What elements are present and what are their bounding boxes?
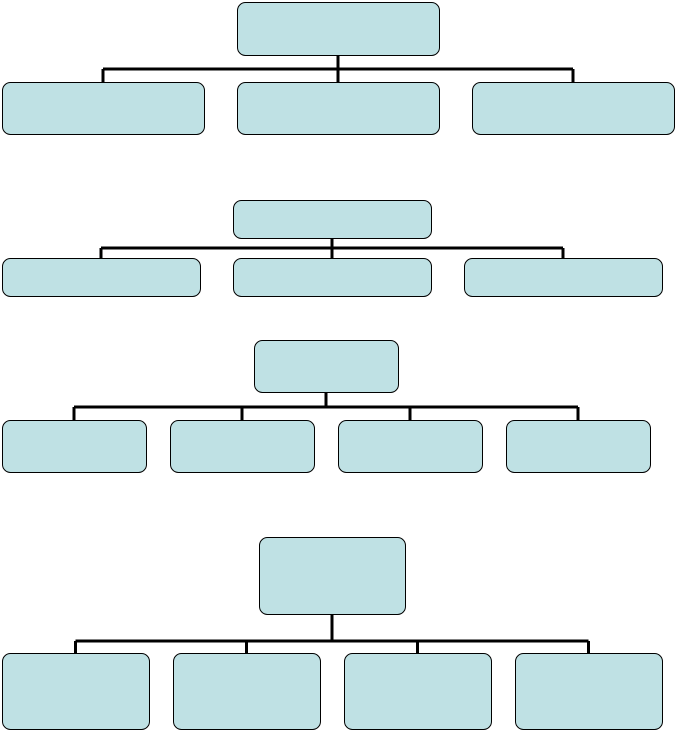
org-chart-1-child-node-1 xyxy=(2,82,205,135)
org-chart-4 xyxy=(2,537,663,730)
org-chart-3-child-node-3 xyxy=(338,420,483,473)
org-chart-4-parent-node-box xyxy=(259,537,406,615)
org-chart-1-child-node-3 xyxy=(472,82,675,135)
org-chart-3-child-node-1-box xyxy=(2,420,147,473)
org-chart-4-child-node-4 xyxy=(515,653,663,730)
org-chart-4-connectors xyxy=(74,614,590,653)
org-chart-1-child-node-3-box xyxy=(472,82,675,135)
org-chart-2-child-node-3-box xyxy=(464,258,663,297)
org-chart-4-child-node-3-box xyxy=(344,653,492,730)
org-chart-1 xyxy=(2,2,675,135)
org-chart-1-parent-node-box xyxy=(237,2,440,56)
org-chart-4-child-node-2-box xyxy=(173,653,321,730)
org-chart-3-parent-node-box xyxy=(254,340,399,393)
org-chart-2-parent-node xyxy=(233,200,432,239)
org-chart-3-child-node-3-box xyxy=(338,420,483,473)
org-chart-4-child-node-3 xyxy=(344,653,492,730)
org-chart-3-child-node-2-box xyxy=(170,420,315,473)
org-chart-3-child-node-4-box xyxy=(506,420,651,473)
org-chart-3-connectors xyxy=(72,392,580,420)
org-chart-2-child-node-1 xyxy=(2,258,201,297)
org-chart-3 xyxy=(2,340,651,473)
org-chart-4-child-node-4-box xyxy=(515,653,663,730)
org-chart-3-child-node-4 xyxy=(506,420,651,473)
org-chart-2-parent-node-box xyxy=(233,200,432,239)
org-chart-4-child-node-1-box xyxy=(2,653,150,730)
org-chart-4-parent-node xyxy=(259,537,406,615)
org-chart-2-child-node-3 xyxy=(464,258,663,297)
org-chart-2-child-node-1-box xyxy=(2,258,201,297)
org-chart-1-child-node-2 xyxy=(237,82,440,135)
org-chart-2 xyxy=(2,200,663,297)
org-chart-4-child-node-2 xyxy=(173,653,321,730)
org-chart-3-child-node-2 xyxy=(170,420,315,473)
org-chart-1-parent-node xyxy=(237,2,440,56)
org-chart-1-child-node-1-box xyxy=(2,82,205,135)
org-chart-1-child-node-2-box xyxy=(237,82,440,135)
org-chart-4-child-node-1 xyxy=(2,653,150,730)
org-chart-3-child-node-1 xyxy=(2,420,147,473)
org-chart-2-child-node-2 xyxy=(233,258,432,297)
org-chart-2-connectors xyxy=(99,238,565,258)
org-chart-1-connectors xyxy=(101,55,575,82)
org-chart-3-parent-node xyxy=(254,340,399,393)
org-chart-2-child-node-2-box xyxy=(233,258,432,297)
